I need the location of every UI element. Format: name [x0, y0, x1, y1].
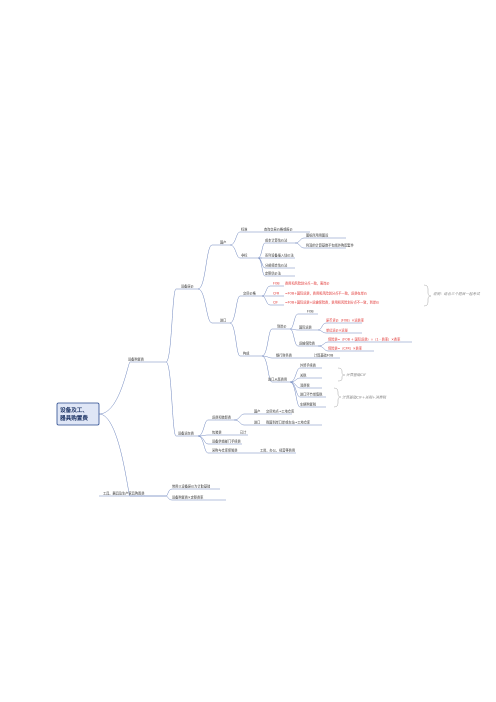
- node-equipment-price: 设备原价: [181, 284, 195, 289]
- note-formula-base: 计算基础CIF+关税+消费税: [342, 395, 386, 400]
- node-transport-sub-value: 我国到岸口岸或车站→工地仓库: [266, 420, 311, 425]
- node-transport-sub-label: 国产: [254, 409, 260, 414]
- node-nonstandard-item: 系列设备插入估价法: [265, 253, 294, 258]
- node-standard-detail: 查询交易价格或报价: [264, 227, 293, 232]
- node-bank-fee: 银行财务费: [276, 353, 292, 358]
- node-composition: 构成: [243, 351, 250, 356]
- note-terms: 说明：结合三个题目一起考试: [433, 291, 481, 296]
- node-insurance-item: 保险费=（FOB + 国际运费）÷（1 - 费率）×费率: [328, 337, 401, 342]
- node-equipment-cost: 设备购置费: [128, 357, 144, 362]
- brace-terms: [423, 284, 432, 307]
- node-domestic: 国产: [220, 240, 226, 245]
- node-term-code: CIF: [273, 301, 278, 305]
- node-nonstandard-subitem: 图纸所用用图设: [306, 233, 329, 238]
- node-transport-item: 采购与仓库保管费: [212, 448, 238, 453]
- root-node-line1: 设备及工、: [60, 406, 88, 414]
- node-term-desc: =FOB+国际运费，费用和风险划分点不一致，运费在岸价: [285, 291, 368, 296]
- node-term-desc: =FOB+国际运费+运输保险费，费用和风险划分点不一致，到岸价: [285, 300, 380, 305]
- node-term-code: FOB: [273, 282, 280, 286]
- node-freight: 国际运费: [299, 325, 312, 330]
- node-tools-item: 常用以设备原价为计取基础: [172, 484, 210, 489]
- node-fob: FOB: [307, 310, 314, 314]
- node-transport-item-value: 工资、办公、经营等费用: [260, 448, 295, 453]
- node-transport: 设备运杂费: [178, 431, 194, 436]
- node-tools: 工具、器具及生产家具购置费: [103, 491, 144, 496]
- node-bank-fee-value: 计算基础FOB: [314, 353, 333, 358]
- node-import-fee-item: 外贸手续费: [300, 363, 316, 368]
- node-cif-price: 到岸价: [277, 324, 287, 329]
- note-cif-base: 计算基础CIF: [346, 372, 367, 377]
- node-transport-item-value: 已计: [240, 430, 247, 435]
- node-freight-item: 原币货价（FOB）×运费率: [326, 318, 365, 323]
- node-term-desc: 费用和风险划分点一致，离岸价: [285, 281, 330, 286]
- node-transport-sub-label: 进口: [254, 420, 260, 425]
- node-import-fee-item: 关税: [300, 373, 307, 378]
- node-nonstandard-item: 成本计算估价法: [265, 238, 287, 243]
- brace-cif-base: [337, 367, 346, 382]
- node-import-fees: 进口从属费用: [268, 377, 287, 382]
- node-transport-item: 包装费: [212, 430, 222, 435]
- node-delivery-terms: 交货价格: [243, 291, 257, 296]
- node-transport-item: 运费和装卸费: [212, 415, 231, 420]
- node-nonstandard: 非标: [241, 253, 248, 258]
- node-nonstandard-subitem: 利润的计算基数不包括外购配套件: [306, 243, 355, 248]
- node-import-fee-item: 车辆购置税: [300, 402, 317, 407]
- root-node-box: [56, 402, 100, 426]
- node-nonstandard-item: 定额估价法: [265, 271, 281, 276]
- node-insurance: 运输保险费: [299, 341, 315, 346]
- node-standard: 标准: [241, 227, 248, 232]
- node-import-fee-item: 消费税: [300, 383, 310, 388]
- brace-formula-base: [333, 387, 342, 408]
- connectors: [98, 231, 412, 501]
- node-transport-item: 设备供销部门手续费: [212, 439, 241, 444]
- note-terms-text: 说明：结合三个题目一起考试: [433, 291, 481, 296]
- node-term-code: CFR: [273, 292, 280, 296]
- node-imported: 进口: [220, 318, 226, 323]
- node-insurance-item: 保险费=（CFR）×费率: [328, 346, 363, 351]
- node-transport-sub-value: 交货地点→工地仓库: [266, 409, 295, 414]
- root-node-line2: 器具购置费: [59, 414, 88, 422]
- node-tools-item: 设备购置费×定额费率: [172, 495, 204, 500]
- node-import-fee-item: 进口环节增值税: [300, 392, 323, 397]
- node-nonstandard-item: 分部组合估价法: [265, 263, 287, 268]
- node-freight-item: 单位运价×运量: [326, 328, 349, 333]
